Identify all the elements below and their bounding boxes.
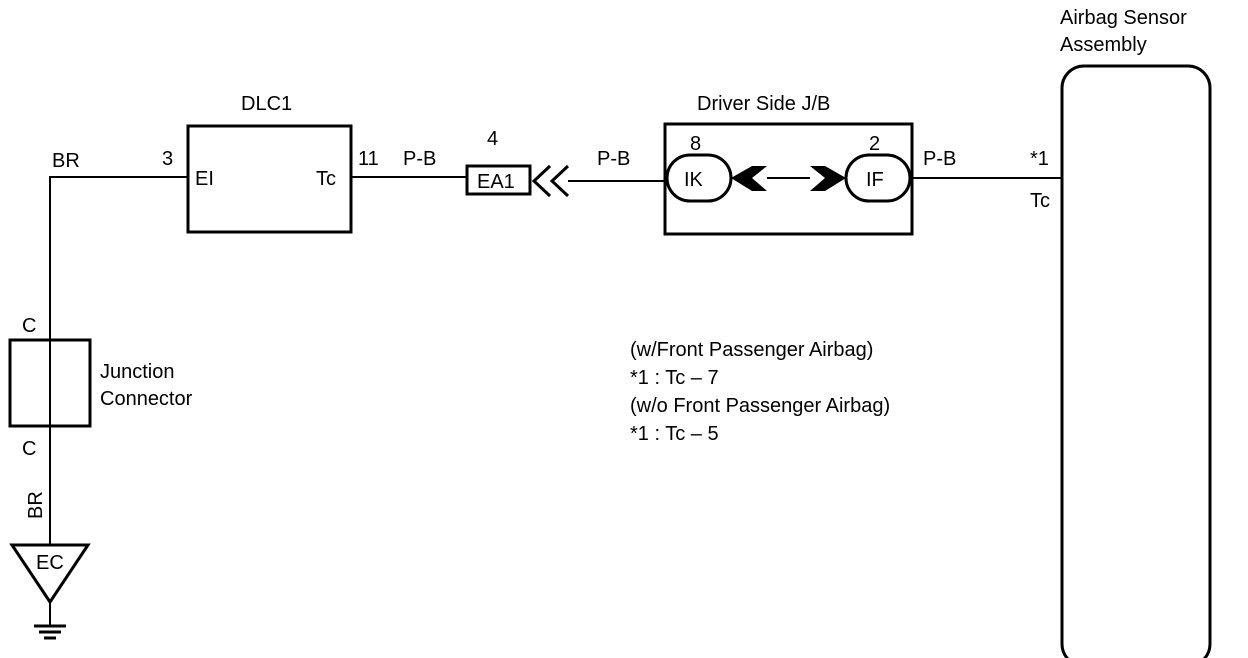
ea1-pin: 4 [487,128,498,150]
ea1-connector [465,164,532,196]
wire-label-br-bottom: BR [25,491,47,519]
note-line-1: (w/Front Passenger Airbag) [630,339,873,361]
dlc1-terminal-tc: Tc [316,168,336,190]
jb-left-arrow-icon [731,166,767,191]
ea1-label: EA1 [477,171,515,193]
sensor-title-line2: Assembly [1060,34,1147,56]
note-line-3: (w/o Front Passenger Airbag) [630,395,890,417]
junction-pin-bottom: C [22,438,36,460]
airbag-sensor-assembly [1060,64,1212,658]
sensor-title-line1: Airbag Sensor [1060,7,1187,29]
sensor-terminal-label: Tc [1030,190,1050,212]
connector-chevron-icon [531,164,570,198]
wire-label-pb-2: P-B [597,148,630,170]
dlc1-terminal-ei: EI [195,168,214,190]
jb-title: Driver Side J/B [697,93,830,115]
jb-right-arrow-icon [810,166,846,191]
wire-label-pb-3: P-B [923,148,956,170]
jb-conn-if-label: IF [866,169,884,191]
wire-label-pb-1: P-B [403,148,436,170]
wire-label-br-top: BR [52,150,80,172]
ground-point-ec [9,543,91,605]
junction-label-line2: Connector [100,388,193,410]
jb-conn-ik-label: IK [684,169,704,191]
junction-pin-top: C [22,315,36,337]
dlc1-pin-11: 11 [358,148,379,170]
note-line-4: *1 : Tc – 5 [630,423,719,445]
wire-br-top [49,176,188,340]
dlc1-connector [186,124,353,234]
dlc1-pin-3: 3 [162,148,173,170]
note-line-2: *1 : Tc – 7 [630,367,719,389]
jb-pin-2: 2 [869,133,880,155]
jb-pin-8: 8 [690,133,701,155]
ground-label-ec: EC [36,552,64,574]
sensor-pin-label: *1 [1030,148,1049,170]
junction-label-line1: Junction [100,361,175,383]
ground-symbol-icon [34,624,66,640]
dlc1-title: DLC1 [241,93,292,115]
